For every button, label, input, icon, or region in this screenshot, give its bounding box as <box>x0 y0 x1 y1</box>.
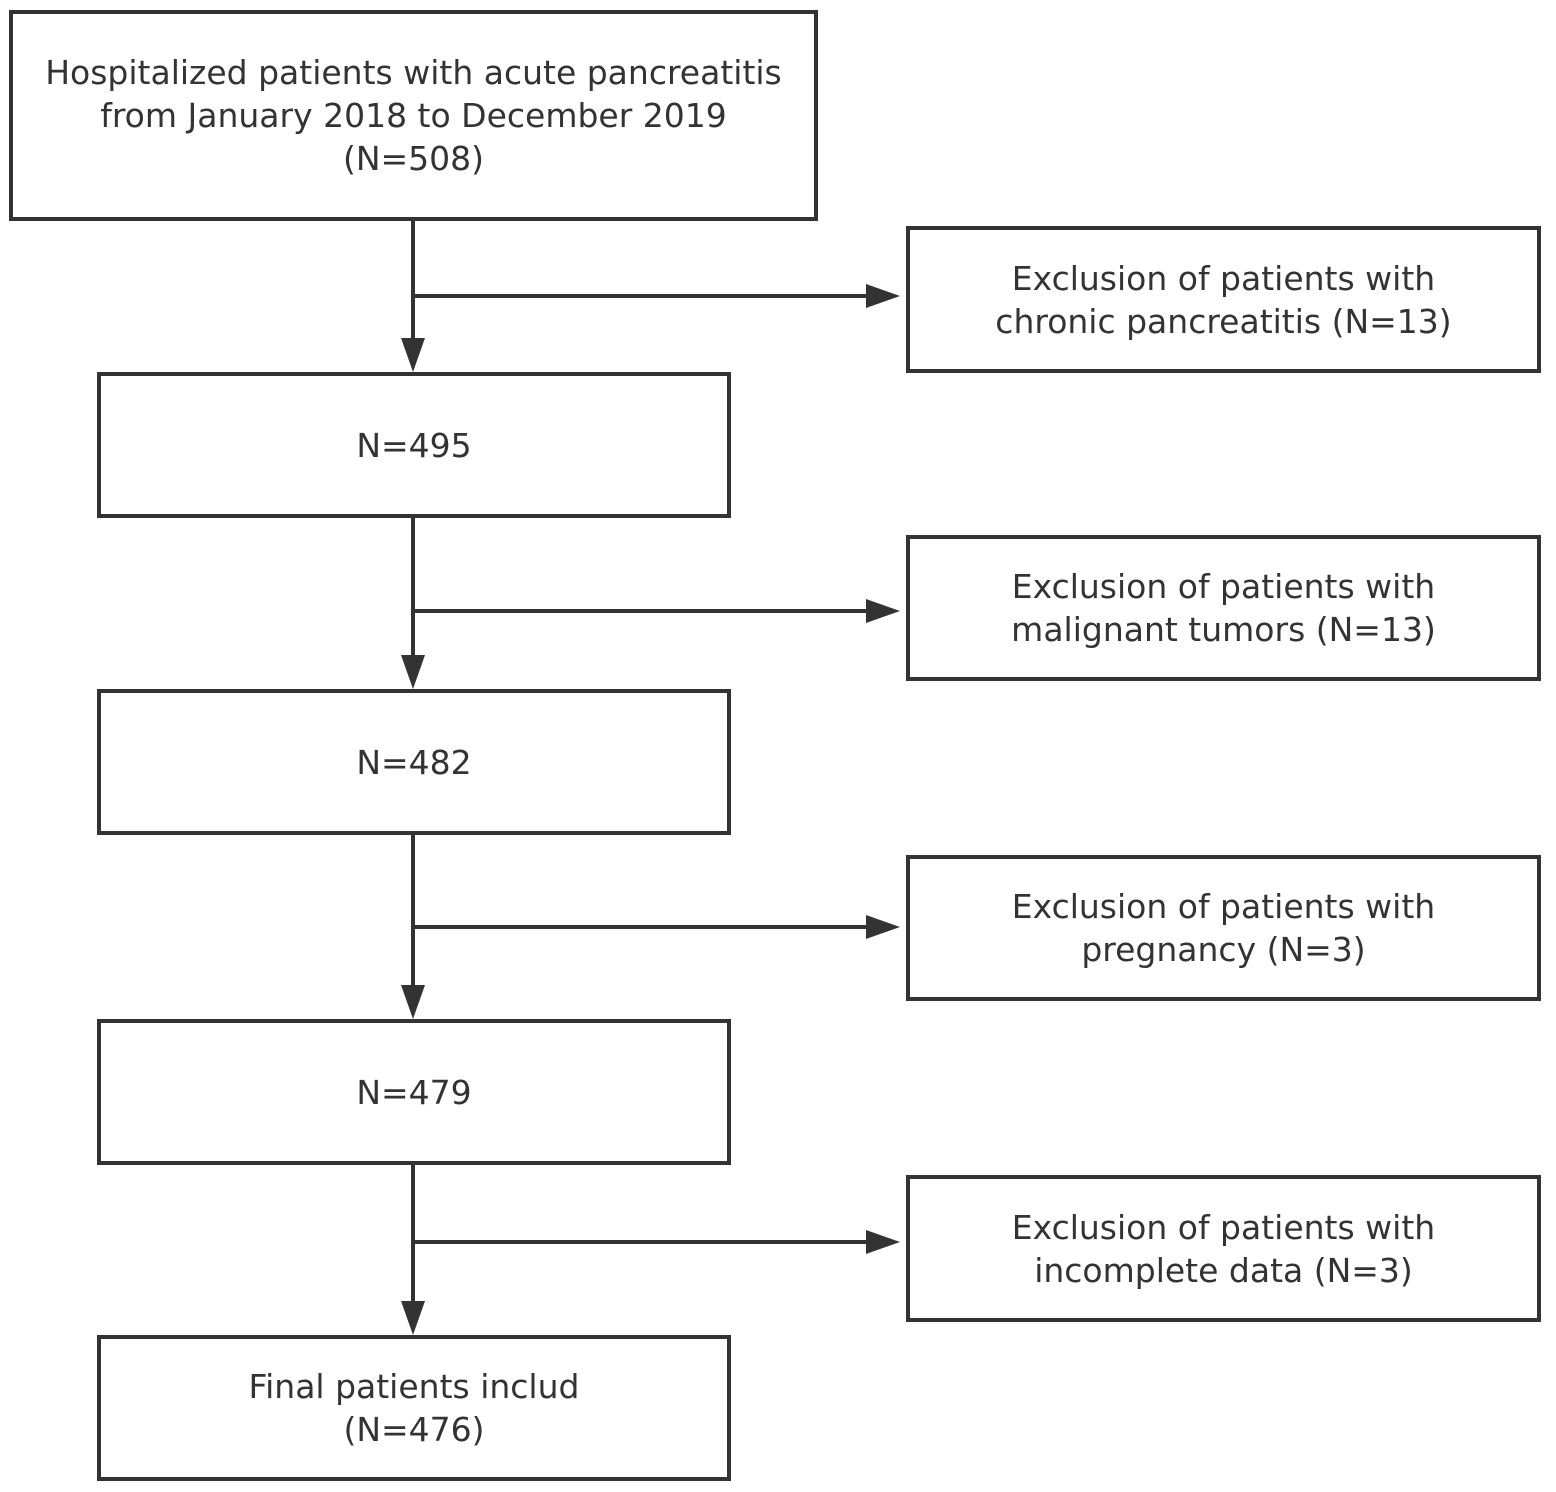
final-box-line-1: Final patients includ <box>248 1367 580 1406</box>
main-flow-arrowheads <box>401 338 425 1335</box>
exclusion-box-4: Exclusion of patients with incomplete da… <box>906 1175 1541 1322</box>
arrowhead-right-3 <box>866 915 900 939</box>
exclusion-box-2-line-2: malignant tumors (N=13) <box>1011 610 1436 649</box>
final-box: Final patients includ (N=476) <box>97 1335 731 1481</box>
exclusion-box-3-line-1: Exclusion of patients with <box>1011 887 1436 926</box>
step-box-2-count: N=482 <box>356 742 472 782</box>
step-box-3: N=479 <box>97 1019 731 1165</box>
start-box-line-2: from January 2018 to December 2019 <box>100 96 727 135</box>
exclusion-box-3-line-2: pregnancy (N=3) <box>1081 930 1366 969</box>
step-box-1-count: N=495 <box>356 425 472 465</box>
exclusion-branch-lines <box>413 294 868 1244</box>
step-box-1: N=495 <box>97 372 731 518</box>
exclusion-box-2: Exclusion of patients with malignant tum… <box>906 535 1541 681</box>
exclusion-box-4-line-1: Exclusion of patients with <box>1011 1207 1436 1247</box>
arrowhead-down-1 <box>401 338 425 372</box>
arrowhead-right-2 <box>866 599 900 623</box>
step-box-3-count: N=479 <box>356 1072 472 1112</box>
start-box-line-3: (N=508) <box>342 139 485 178</box>
exclusion-box-2-line-1: Exclusion of patients with <box>1011 567 1436 606</box>
exclusion-box-4-line-2: incomplete data (N=3) <box>1034 1250 1413 1290</box>
final-box-line-2: (N=476) <box>343 1410 485 1449</box>
exclusion-box-3: Exclusion of patients with pregnancy (N=… <box>906 855 1541 1001</box>
arrowhead-down-3 <box>401 985 425 1019</box>
arrowhead-right-1 <box>866 284 900 308</box>
start-box: Hospitalized patients with acute pancrea… <box>9 10 818 221</box>
exclusion-box-1: Exclusion of patients with chronic pancr… <box>906 226 1541 373</box>
start-box-line-1: Hospitalized patients with acute pancrea… <box>45 53 782 92</box>
arrowhead-down-4 <box>401 1301 425 1335</box>
arrowhead-down-2 <box>401 655 425 689</box>
exclusion-box-1-line-2: chronic pancreatitis (N=13) <box>995 301 1452 341</box>
step-box-2: N=482 <box>97 689 731 835</box>
exclusion-branch-arrowheads <box>866 284 900 1254</box>
exclusion-box-1-line-1: Exclusion of patients with <box>1011 258 1436 298</box>
arrowhead-right-4 <box>866 1230 900 1254</box>
